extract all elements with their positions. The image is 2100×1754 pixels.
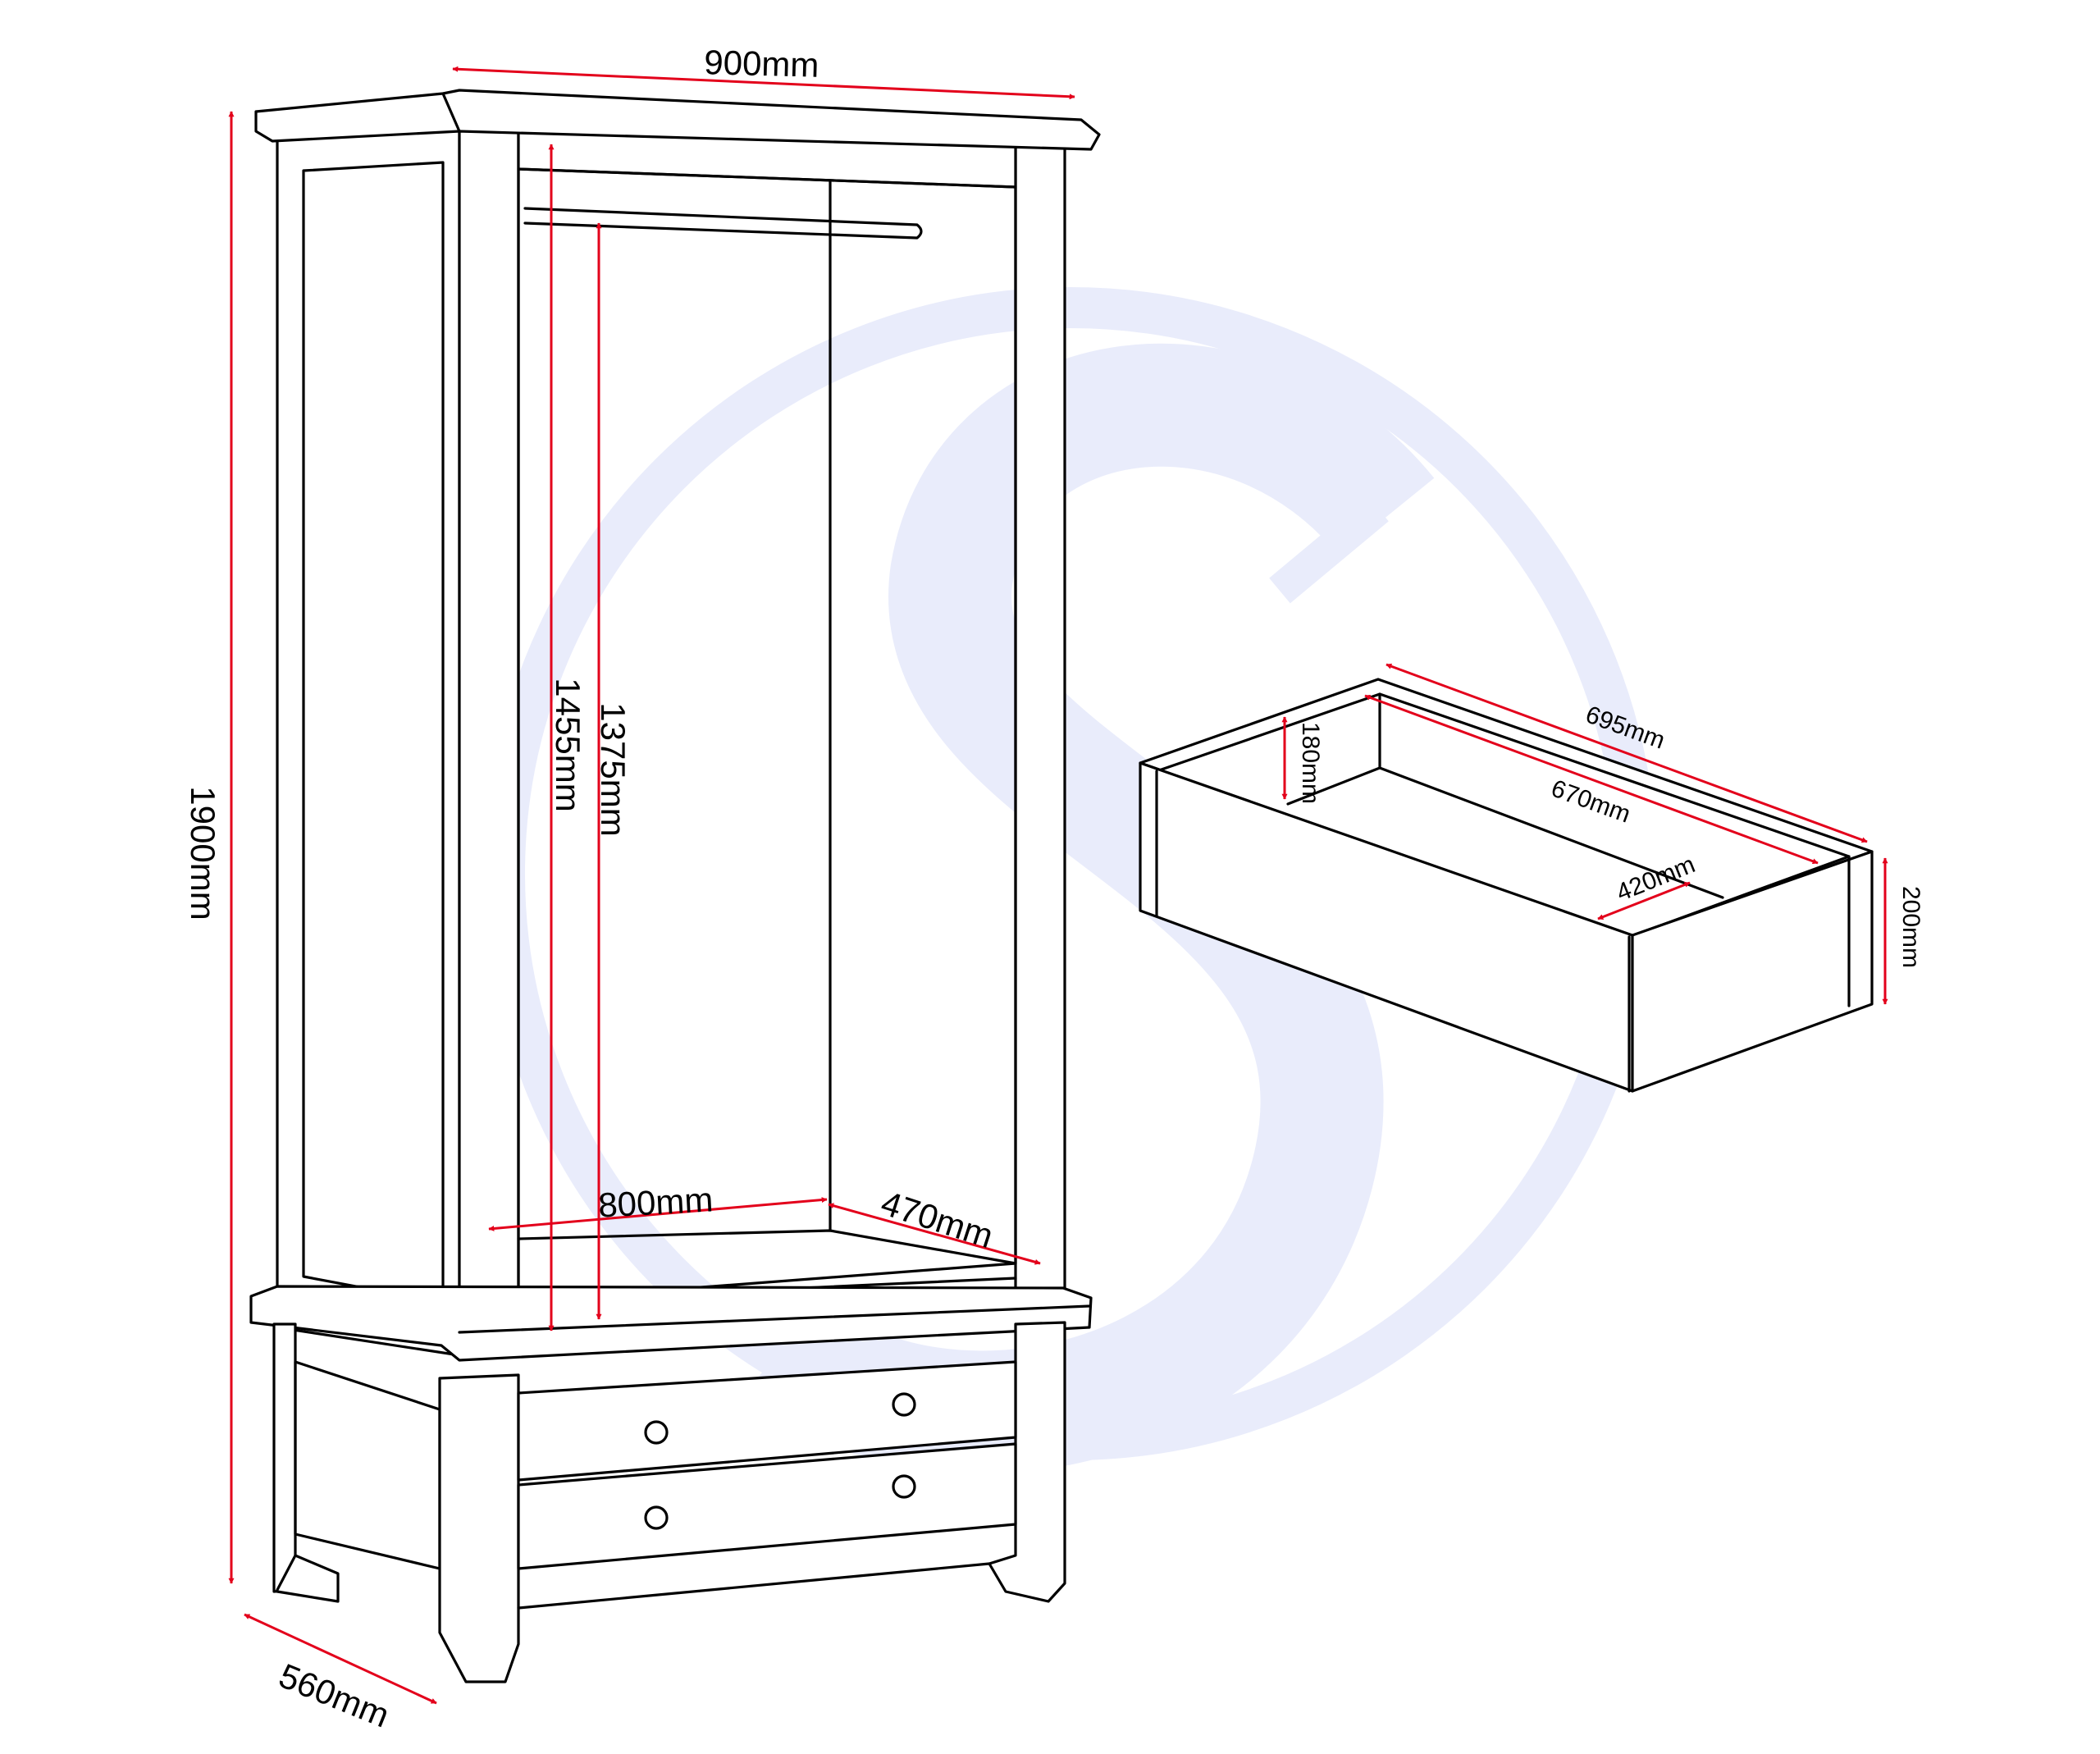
wardrobe-back-leg (272, 1322, 297, 1593)
drawer-knob-icon (644, 1505, 669, 1530)
internal-width-dimension (488, 1197, 828, 1231)
drawer-knob-icon (892, 1392, 916, 1417)
drawer-outer-height-label: 200mm (1897, 886, 1924, 968)
internal-depth-label: 470mm (877, 1183, 998, 1255)
drawer-interior-floor-edge (1286, 766, 1381, 806)
internal-height-label: 1455mm (549, 678, 587, 811)
wardrobe-depth-label: 560mm (274, 1656, 395, 1735)
wardrobe-depth-dimension (244, 1613, 437, 1705)
wardrobe-hanging-rail (523, 207, 923, 240)
wardrobe-front-right-post (1014, 144, 1066, 1300)
wardrobe-base-rail (517, 1562, 991, 1610)
wardrobe-front-left-post (458, 126, 520, 1357)
wardrobe-left-foot (276, 1554, 340, 1603)
wardrobe-top-cap-edge (441, 92, 461, 133)
wardrobe-height-label: 1900mm (184, 786, 222, 920)
wardrobe-drawer-top (517, 1360, 1017, 1482)
wardrobe-drawing (249, 89, 1101, 1683)
wardrobe-top-cap (254, 89, 1101, 151)
wardrobe-front-left-leg (438, 1373, 520, 1683)
wardrobe-front-right-leg (988, 1321, 1066, 1603)
wardrobe-width-dimension (452, 66, 1075, 100)
drawer-inner-height-label: 180mm (1297, 722, 1324, 804)
wardrobe-mid-plinth-edge (458, 1304, 1091, 1334)
internal-width-label: 800mm (597, 1180, 714, 1224)
drawer-right-panel (1631, 850, 1874, 1093)
dimension-lines (228, 66, 1888, 1705)
wardrobe-base-side-panel (294, 1360, 441, 1570)
drawer-knob-icon (644, 1420, 669, 1445)
drawer-knob-icon (892, 1474, 916, 1499)
wardrobe-width-label: 900mm (704, 43, 819, 85)
drawer-inner-depth-dimension (1597, 881, 1691, 920)
rail-height-label: 1375mm (594, 702, 632, 836)
drawer-inner-length-dimension (1364, 694, 1819, 865)
internal-depth-dimension (828, 1203, 1041, 1265)
wardrobe-drawer-bottom (517, 1442, 1017, 1570)
